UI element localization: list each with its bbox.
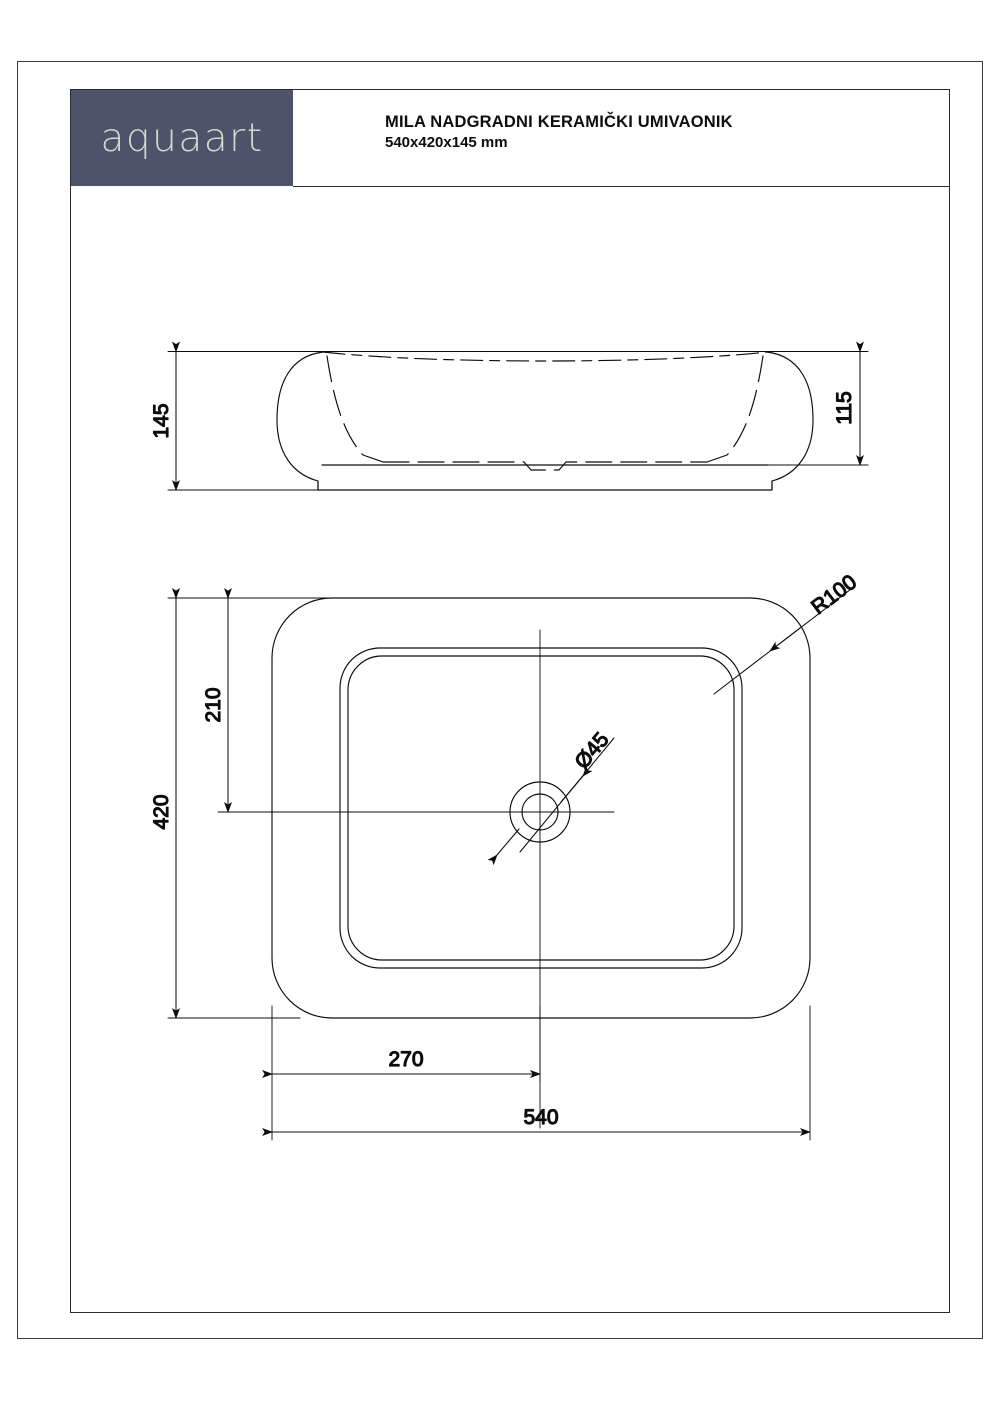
plan-bowl-outline-outer: [339, 647, 743, 969]
sheet-frame-outer: [17, 61, 983, 1339]
dimension-label-270: 270: [388, 1048, 423, 1071]
elevation-geometry: [276, 351, 814, 491]
elevation-extension-lines: [167, 351, 869, 491]
sheet-frame-inner: [70, 89, 950, 1313]
page-subtitle: 540x420x145 mm: [385, 133, 508, 151]
callout-label-diameter-45: Ø45: [570, 728, 613, 773]
elevation-inner-right-hidden: [706, 355, 764, 463]
elevation-inner-bottom-hidden: [382, 461, 708, 471]
dimension-label-540: 540: [523, 1106, 558, 1129]
title-block-divider: [293, 186, 950, 187]
dimension-label-420: 420: [150, 794, 173, 829]
title-block-text: MILA NADGRADNI KERAMIČKI UMIVAONIK 540x4…: [385, 112, 945, 152]
callout-diameter-45: [487, 737, 615, 866]
callout-radius-100: [713, 585, 856, 695]
elevation-right-wall: [766, 351, 814, 491]
dimension-label-145: 145: [150, 403, 173, 438]
brand-logo-block: aquaart: [71, 90, 293, 186]
plan-outer-rim: [271, 597, 811, 1019]
elevation-inner-left-hidden: [326, 355, 384, 463]
elevation-base-plinth: [317, 480, 773, 491]
plan-extension-lines: [167, 597, 811, 1141]
plan-bowl-outline-inner: [347, 655, 735, 961]
brand-logo-text: aquaart: [100, 115, 264, 161]
plan-centerlines: [239, 629, 615, 1129]
dimension-label-210: 210: [202, 687, 225, 722]
elevation-top-rim-hidden: [322, 351, 768, 362]
plan-geometry: [271, 597, 811, 1019]
page-title: MILA NADGRADNI KERAMIČKI UMIVAONIK: [385, 113, 733, 131]
callout-label-radius-100: R100: [807, 571, 861, 620]
dimension-label-115: 115: [833, 391, 856, 424]
elevation-left-wall: [276, 351, 324, 491]
